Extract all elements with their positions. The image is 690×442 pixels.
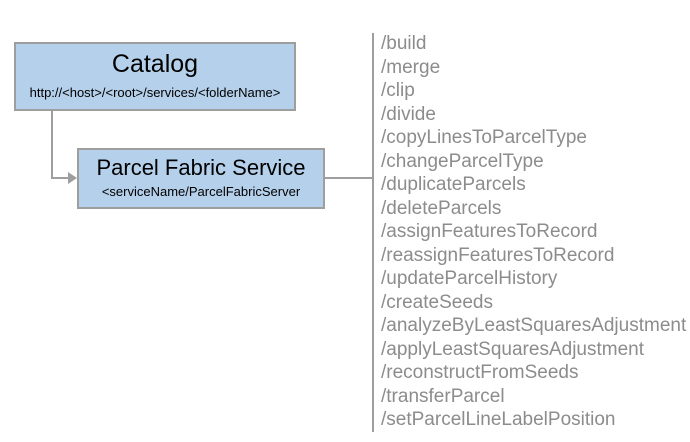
operation-item[interactable]: /deleteParcels bbox=[381, 197, 502, 219]
operation-item[interactable]: /clip bbox=[381, 80, 415, 101]
node-parcel-fabric-service[interactable]: Parcel Fabric Service <serviceName/Parce… bbox=[77, 148, 325, 209]
node-catalog[interactable]: Catalog http://<host>/<root>/services/<f… bbox=[14, 42, 296, 111]
operations-divider-line bbox=[372, 33, 374, 432]
node-catalog-subtitle: http://<host>/<root>/services/<folderNam… bbox=[29, 84, 281, 100]
operation-item[interactable]: /changeParcelType bbox=[381, 150, 544, 172]
operation-item[interactable]: /duplicateParcels bbox=[381, 174, 526, 195]
operations-list: /build /merge /clip /divide /copyLinesTo… bbox=[381, 32, 686, 432]
operation-item[interactable]: /merge bbox=[381, 56, 441, 78]
operation-item[interactable]: /transferParcel bbox=[381, 385, 505, 407]
node-service-subtitle: <serviceName/ParcelFabricServer bbox=[101, 183, 301, 199]
operation-item[interactable]: /applyLeastSquaresAdjustment bbox=[381, 338, 644, 360]
connector-catalog-vertical bbox=[51, 111, 53, 179]
operation-item[interactable]: /assignFeaturesToRecord bbox=[381, 221, 598, 242]
connector-catalog-horizontal bbox=[51, 177, 70, 179]
operation-item[interactable]: /createSeeds bbox=[381, 291, 493, 313]
operation-item[interactable]: /reassignFeaturesToRecord bbox=[381, 244, 615, 266]
node-service-title: Parcel Fabric Service bbox=[96, 154, 306, 180]
operation-item[interactable]: /divide bbox=[381, 103, 436, 125]
arrowhead-icon bbox=[68, 172, 77, 184]
operation-item[interactable]: /copyLinesToParcelType bbox=[381, 127, 587, 148]
operation-item[interactable]: /reconstructFromSeeds bbox=[381, 362, 579, 383]
operation-item[interactable]: /updateParcelHistory bbox=[381, 268, 558, 289]
connector-service-to-operations bbox=[325, 177, 373, 179]
node-catalog-title: Catalog bbox=[111, 50, 199, 79]
operation-item[interactable]: /build bbox=[381, 33, 427, 54]
operation-item[interactable]: /setParcelLineLabelPosition bbox=[381, 409, 616, 430]
operation-item[interactable]: /analyzeByLeastSquaresAdjustment bbox=[381, 315, 687, 336]
